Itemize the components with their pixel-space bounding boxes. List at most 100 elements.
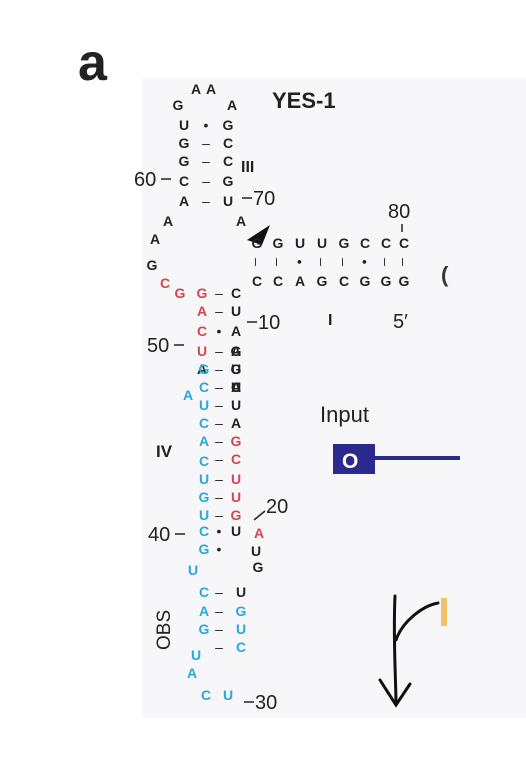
nucleotide: C	[236, 639, 246, 655]
nucleotide: U	[223, 193, 233, 209]
nucleotide: A	[231, 379, 241, 395]
position-number-80: 80	[388, 201, 410, 223]
base-pair-bar: –	[202, 135, 210, 151]
nucleotide: C	[199, 379, 209, 395]
nucleotide: U	[231, 303, 241, 319]
nucleotide: C	[199, 584, 209, 600]
nucleotide: G	[173, 97, 184, 113]
nucleotide: G	[179, 153, 190, 169]
nucleotide: A	[236, 213, 246, 229]
down-arrow	[378, 594, 440, 708]
base-pair-bar: –	[215, 285, 223, 301]
base-pair-bar: –	[215, 361, 223, 377]
nucleotide: A	[295, 273, 305, 289]
nucleotide: U	[231, 489, 241, 505]
nucleotide: U	[317, 235, 327, 251]
nucleotide: A	[199, 433, 209, 449]
base-pair-bar: –	[215, 603, 223, 619]
nucleotide: C	[160, 275, 170, 291]
nucleotide: U	[231, 397, 241, 413]
nucleotide: G	[360, 273, 371, 289]
nucleotide: C	[179, 173, 189, 189]
nucleotide: C	[339, 273, 349, 289]
nucleotide: A	[254, 525, 264, 541]
nucleotide: A	[163, 213, 173, 229]
base-pair-bar: –	[336, 258, 352, 266]
nucleotide: G	[231, 343, 242, 359]
position-number-30: 30	[255, 692, 277, 714]
nucleotide: A	[150, 231, 160, 247]
nucleotide: G	[236, 603, 247, 619]
nucleotide: A	[199, 603, 209, 619]
clipped-letter: (	[441, 262, 449, 287]
panel-label: a	[78, 34, 108, 92]
nucleotide: C	[273, 273, 283, 289]
nucleotide: G	[199, 541, 210, 557]
base-pair-bar: –	[202, 193, 210, 209]
position-number-70: 70	[253, 188, 275, 210]
nucleotide: U	[199, 507, 209, 523]
wobble-pair-dot: •	[217, 541, 222, 557]
nucleotide: C	[231, 285, 241, 301]
nucleotide: G	[231, 507, 242, 523]
nucleotide: G	[317, 273, 328, 289]
stem-label-iii: III	[241, 159, 254, 176]
nucleotide: U	[231, 361, 241, 377]
base-pair-bar: –	[215, 397, 223, 413]
nucleotide: G	[223, 173, 234, 189]
input-box	[333, 444, 375, 474]
nucleotide: U	[236, 621, 246, 637]
nucleotide: C	[381, 235, 391, 251]
nucleotide: C	[197, 323, 207, 339]
position-number-40: 40	[148, 524, 170, 546]
cleavage-site-marker	[247, 225, 270, 245]
nucleotide: G	[199, 621, 210, 637]
nucleotide: G	[381, 273, 392, 289]
nucleotide: U	[231, 523, 241, 539]
wobble-pair-dot: •	[204, 117, 209, 133]
nucleotide: C	[223, 135, 233, 151]
wobble-pair-dot: •	[292, 260, 308, 265]
base-pair-bar: –	[215, 343, 223, 359]
stem-label-iv: IV	[156, 442, 173, 461]
nucleotide: C	[199, 415, 209, 431]
tick-20	[253, 510, 266, 521]
five-prime-label: 5′	[393, 311, 408, 333]
position-number-20: 20	[266, 496, 288, 518]
nucleotide: C	[252, 273, 262, 289]
nucleotide: G	[197, 285, 208, 301]
base-pair-bar: –	[215, 415, 223, 431]
nucleotide: U	[231, 471, 241, 487]
nucleotide: G	[253, 559, 264, 575]
base-pair-bar: –	[396, 258, 412, 266]
nucleotide: G	[399, 273, 410, 289]
base-pair-bar: –	[249, 258, 265, 266]
base-pair-bar: –	[378, 258, 394, 266]
nucleotide: G	[179, 135, 190, 151]
base-pair-bar: –	[270, 258, 286, 266]
figure-background	[142, 78, 526, 718]
base-pair-bar: –	[215, 303, 223, 319]
base-pair-bar: –	[215, 451, 223, 467]
nucleotide: A	[231, 415, 241, 431]
nucleotide: G	[231, 361, 242, 377]
base-pair-bar: –	[215, 379, 223, 395]
nucleotide: U	[251, 543, 261, 559]
base-pair-bar: –	[215, 584, 223, 600]
base-pair-bar: –	[215, 489, 223, 505]
nucleotide: U	[191, 647, 201, 663]
position-number-60: 60	[134, 169, 156, 191]
nucleotide: U	[295, 235, 305, 251]
nucleotide: U	[199, 471, 209, 487]
base-pair-bar: –	[215, 471, 223, 487]
nucleotide: A	[183, 387, 193, 403]
nucleotide: C	[201, 687, 211, 703]
nucleotide: U	[197, 343, 207, 359]
nucleotide: G	[223, 117, 234, 133]
nucleotide: C	[360, 235, 370, 251]
position-number-10: 10	[258, 312, 280, 334]
input-label: Input	[320, 402, 369, 427]
